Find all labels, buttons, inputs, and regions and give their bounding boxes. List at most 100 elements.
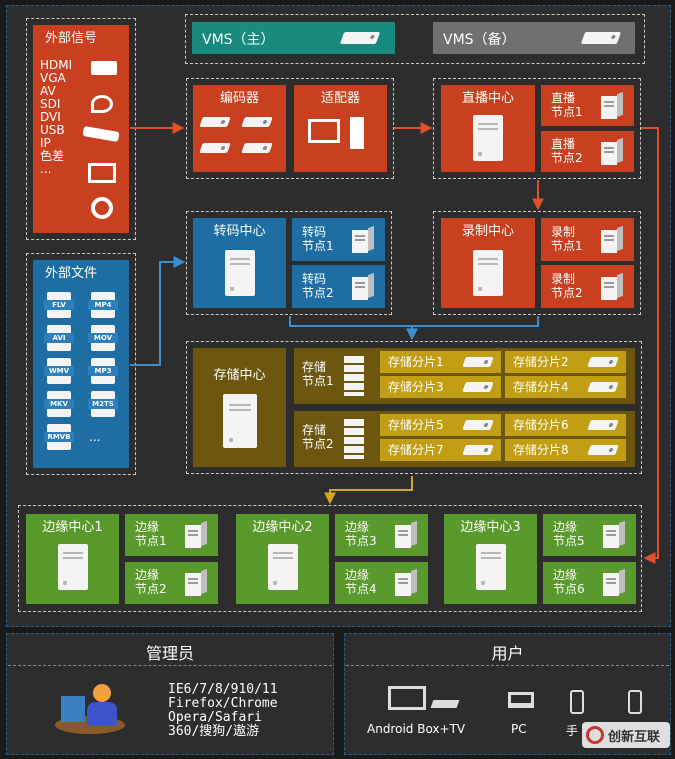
server-tower-icon <box>352 225 374 253</box>
record-center: 录制中心 <box>441 218 535 308</box>
storage-shard: 存储分片7 <box>380 439 501 461</box>
storage-shard-label: 存储分片3 <box>388 380 444 394</box>
monitor-icon <box>88 163 116 183</box>
storage-shard: 存储分片8 <box>505 439 626 461</box>
camera-icon <box>91 61 117 75</box>
storage-server-icon <box>223 394 257 448</box>
storage-shard-label: 存储分片4 <box>513 380 569 394</box>
live-node-1: 直播 节点1 <box>541 85 634 126</box>
edge-server-icon <box>476 544 506 590</box>
transcode-node-2-label: 转码 节点2 <box>302 272 334 300</box>
adapter: 适配器 <box>294 85 387 172</box>
file-format-icon: MKV <box>44 391 74 417</box>
signal-item: HDMI <box>40 58 73 72</box>
encoder-adapter-frame <box>186 78 394 179</box>
storage-shard: 存储分片4 <box>505 376 626 398</box>
file-format-icon: MP4 <box>88 292 118 318</box>
arrow-file-to-transcode <box>130 256 186 366</box>
storage-shard: 存储分片5 <box>380 414 501 436</box>
signal-item: VGA <box>40 71 66 85</box>
watermark: 创新互联 <box>582 722 670 748</box>
file-format-icon: MOV <box>88 325 118 351</box>
vms-frame <box>185 14 645 64</box>
file-format-label: M2TS <box>88 399 118 409</box>
edge-node: 边缘 节点6 <box>543 562 636 604</box>
live-frame <box>433 78 641 179</box>
encoder-label: 编码器 <box>219 91 259 106</box>
browser-item: 360/搜狗/遨游 <box>168 724 260 739</box>
live-server-icon <box>473 115 503 161</box>
server-tower-icon <box>352 272 374 300</box>
laptop-icon <box>508 692 534 708</box>
server-tower-icon <box>601 272 623 300</box>
external-file-title: 外部文件 <box>45 266 98 281</box>
admin-user-icon <box>55 682 125 738</box>
signal-item: DVI <box>40 110 61 124</box>
admin-header-divider <box>8 665 332 666</box>
record-center-label: 录制中心 <box>461 224 514 239</box>
record-node-2: 录制 节点2 <box>541 265 634 308</box>
signal-item: ... <box>40 162 52 176</box>
live-node-2: 直播 节点2 <box>541 131 634 172</box>
storage-shard-label: 存储分片5 <box>388 418 444 432</box>
tv-box-icon <box>430 700 460 708</box>
rack-server-icon <box>344 419 364 459</box>
edge-node-label: 边缘 节点4 <box>345 568 377 596</box>
browser-item: IE6/7/8/910/11 <box>168 682 278 697</box>
transcode-center-label: 转码中心 <box>213 224 266 239</box>
rack-server-icon <box>344 356 364 396</box>
storage-shard: 存储分片1 <box>380 351 501 373</box>
vms-backup: VMS（备） <box>433 22 635 54</box>
edge-center-label: 边缘中心3 <box>460 520 521 535</box>
storage-frame <box>186 341 642 474</box>
transcode-node-2: 转码 节点2 <box>292 265 385 308</box>
server-tower-icon <box>603 520 625 548</box>
phone-icon <box>628 690 642 714</box>
edge-node-label: 边缘 节点3 <box>345 520 377 548</box>
file-format-label: MP3 <box>88 366 118 376</box>
storage-center: 存储中心 <box>193 348 286 467</box>
transcode-frame <box>186 211 392 315</box>
edge-node: 边缘 节点5 <box>543 514 636 556</box>
edge-center-3: 边缘中心3 <box>444 514 537 604</box>
record-node-2-label: 录制 节点2 <box>551 272 583 300</box>
signal-item: IP <box>40 136 51 150</box>
storage-shard-label: 存储分片7 <box>388 443 444 457</box>
file-format-icon: WMV <box>44 358 74 384</box>
storage-shard: 存储分片6 <box>505 414 626 436</box>
edge-node: 边缘 节点1 <box>125 514 218 556</box>
file-format-icon: AVI <box>44 325 74 351</box>
storage-shard-label: 存储分片6 <box>513 418 569 432</box>
file-format-label: MKV <box>44 399 74 409</box>
live-node-1-label: 直播 节点1 <box>551 91 583 119</box>
file-format-label: MOV <box>88 333 118 343</box>
edge-node-label: 边缘 节点5 <box>553 520 585 548</box>
file-format-label: FLV <box>44 300 74 310</box>
transcode-center: 转码中心 <box>193 218 286 308</box>
file-more: ... <box>89 430 101 444</box>
file-format-icon: M2TS <box>88 391 118 417</box>
storage-node-2-label: 存储 节点2 <box>302 423 334 451</box>
webcam-icon <box>91 197 113 219</box>
watermark-text: 创新互联 <box>608 730 661 745</box>
file-format-label: AVI <box>44 333 74 343</box>
file-format-icon: MP3 <box>88 358 118 384</box>
server-tower-icon <box>601 137 623 165</box>
file-format-label: MP4 <box>88 300 118 310</box>
edge-node: 边缘 节点3 <box>335 514 428 556</box>
device-label-phone: 手 <box>566 724 579 738</box>
device-label-pc: PC <box>511 722 527 736</box>
server-tower-icon <box>185 568 207 596</box>
signal-item: 色差 <box>40 149 65 163</box>
edge-server-icon <box>58 544 88 590</box>
signal-item: SDI <box>40 97 61 111</box>
tv-icon <box>388 686 426 710</box>
arrow-storage-to-edge <box>324 476 413 505</box>
encoder: 编码器 <box>193 85 286 172</box>
file-format-icon: RMVB <box>44 424 74 450</box>
phone-icon <box>570 690 584 714</box>
